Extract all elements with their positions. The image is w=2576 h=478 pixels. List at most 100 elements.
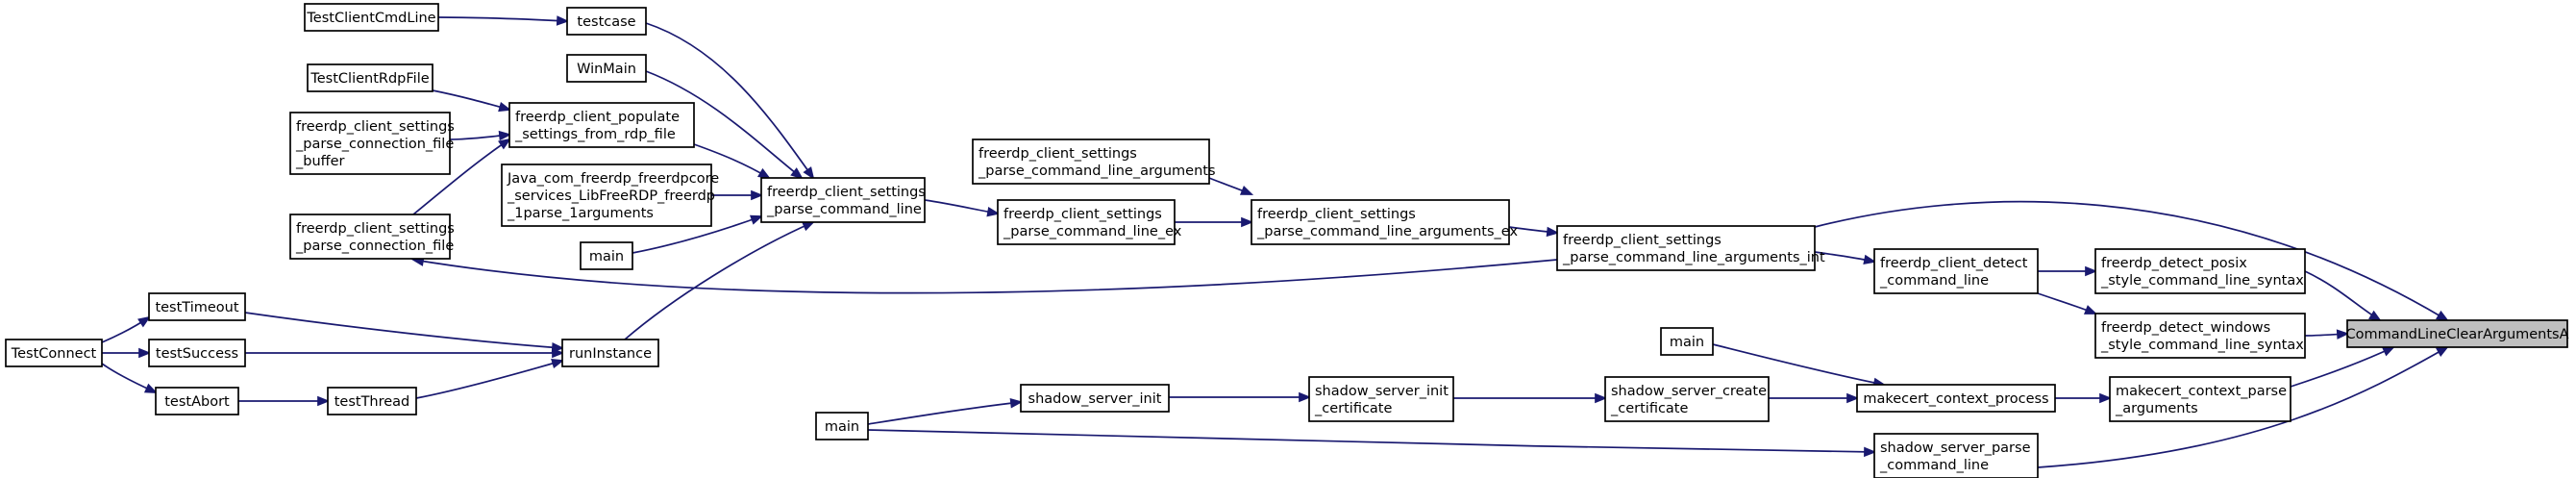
node-testtimeout[interactable]: testTimeout [148, 292, 246, 321]
call-edge-arrow [2336, 329, 2350, 340]
node-box [1556, 225, 1816, 271]
node-testconnect[interactable]: TestConnect [5, 339, 103, 367]
node-label: _parse_command_line_arguments [978, 164, 1216, 179]
node-testcase[interactable]: testcase [566, 7, 647, 36]
node-box [289, 112, 451, 175]
node-cmdline-ex[interactable]: freerdp_client_settings_parse_command_li… [997, 199, 1182, 245]
call-edge-arrow [1864, 446, 1877, 458]
call-edge-arrow [2083, 305, 2098, 314]
node-args-ex[interactable]: freerdp_client_settings_parse_command_li… [1251, 199, 1518, 245]
call-edge [412, 259, 1558, 294]
node-label: main [1670, 335, 1704, 350]
node-label: _style_command_line_syntax [2100, 338, 2304, 353]
node-label: _style_command_line_syntax [2100, 273, 2304, 289]
call-edge-arrow [986, 206, 1001, 217]
node-args-int[interactable]: freerdp_client_settings_parse_command_li… [1556, 225, 1825, 271]
node-box [561, 339, 659, 367]
node-cmdline[interactable]: freerdp_client_settings_parse_command_li… [760, 177, 926, 223]
node-args[interactable]: freerdp_client_settings_parse_command_li… [972, 138, 1216, 185]
node-main-mk[interactable]: main [1660, 327, 1714, 356]
call-edge-arrow [317, 395, 331, 407]
node-mk-parse[interactable]: makecert_context_parse_arguments [2109, 376, 2291, 422]
call-edge [645, 70, 803, 179]
call-edge [1712, 343, 1885, 386]
node-detect[interactable]: freerdp_client_detect_command_line [1873, 248, 2039, 294]
node-box [148, 292, 246, 321]
node-label: testSuccess [156, 346, 238, 362]
call-edge-arrow [1595, 392, 1608, 404]
call-edge-arrow [1546, 226, 1560, 238]
graph-edges [101, 15, 2449, 468]
node-conn-file[interactable]: freerdp_client_settings_parse_connection… [289, 214, 455, 260]
node-label: shadow_server_parse [1880, 440, 2031, 456]
node-rdpfile[interactable]: TestClientRdpFile [307, 63, 433, 92]
call-edge-arrow [552, 347, 565, 359]
node-winmain[interactable]: WinMain [566, 54, 647, 83]
call-edge-arrow [1299, 391, 1312, 403]
call-edge [415, 360, 563, 399]
node-box [1660, 327, 1714, 356]
call-edge-arrow [2099, 392, 2113, 404]
node-box [1873, 248, 2039, 294]
call-edge [867, 429, 1875, 453]
node-testthread[interactable]: testThread [327, 387, 417, 415]
call-edge-arrow [1241, 216, 1254, 228]
call-edge [244, 312, 563, 349]
call-edge [624, 221, 814, 340]
call-edge-arrow [143, 383, 159, 393]
node-label: _services_LibFreeRDP_freerdp [507, 189, 715, 204]
node-label: main [589, 249, 624, 264]
node-cmdlinetest[interactable]: TestClientCmdLine [304, 3, 439, 32]
node-populate[interactable]: freerdp_client_populate_settings_from_rd… [508, 102, 695, 148]
node-conn-buffer[interactable]: freerdp_client_settings_parse_connection… [289, 112, 455, 175]
call-edge-arrow [2085, 265, 2098, 277]
node-box [2094, 248, 2306, 294]
node-mk-process[interactable]: makecert_context_process [1856, 384, 2056, 413]
node-windows[interactable]: freerdp_detect_windows _style_command_lin… [2094, 313, 2306, 359]
node-label: _parse_connection_file [295, 239, 454, 254]
node-label: _command_line [1879, 458, 1989, 473]
call-edge-arrow [1009, 398, 1024, 409]
node-main-shadow[interactable]: main [815, 412, 869, 440]
node-box [566, 7, 647, 36]
node-shadow-init[interactable]: shadow_server_init [1020, 384, 1170, 413]
call-edge-arrow [137, 315, 151, 328]
call-edge [437, 16, 568, 22]
node-label: shadow_server_init [1315, 384, 1449, 399]
call-edge-arrow [498, 138, 511, 150]
call-edge [1814, 200, 2448, 321]
node-box [1251, 199, 1510, 245]
call-edge-arrow [2368, 310, 2382, 322]
node-label: _buffer [295, 154, 345, 169]
node-box [815, 412, 869, 440]
node-box [972, 138, 1210, 185]
node-label: freerdp_client_settings [1003, 207, 1162, 222]
node-shadow-parse[interactable]: shadow_server_parse _command_line [1873, 433, 2039, 478]
node-label: _certificate [1314, 401, 1392, 416]
node-label: freerdp_client_settings [296, 119, 455, 135]
node-init-cert[interactable]: shadow_server_init _certificate [1308, 376, 1454, 422]
node-label: freerdp_client_settings [767, 185, 926, 200]
node-label: main [825, 419, 859, 435]
node-label: testcase [577, 14, 635, 30]
node-label: TestClientCmdLine [306, 11, 435, 26]
node-create-cert[interactable]: shadow_server_create_certificate [1604, 376, 1770, 422]
node-root[interactable]: CommandLineClearArgumentsA [2345, 319, 2569, 348]
node-box [307, 63, 433, 92]
node-box [148, 339, 246, 367]
node-label: freerdp_detect_windows [2101, 320, 2270, 336]
node-posix[interactable]: freerdp_detect_posix_style_command_line_… [2094, 248, 2306, 294]
node-label: _parse_command_line_arguments_ex [1256, 224, 1518, 239]
node-java[interactable]: Java_com_freerdp_freerdpcore_services_Li… [501, 164, 719, 227]
node-box [327, 387, 417, 415]
node-box [1873, 433, 2039, 478]
node-box [566, 54, 647, 83]
node-label: _arguments [2115, 401, 2198, 416]
node-testabort[interactable]: testAbort [155, 387, 239, 415]
node-label: _1parse_1arguments [507, 206, 654, 221]
node-runinstance[interactable]: runInstance [561, 339, 659, 367]
call-edge-arrow [498, 102, 512, 113]
node-testsuccess[interactable]: testSuccess [148, 339, 246, 367]
node-main-cl[interactable]: main [580, 241, 633, 270]
